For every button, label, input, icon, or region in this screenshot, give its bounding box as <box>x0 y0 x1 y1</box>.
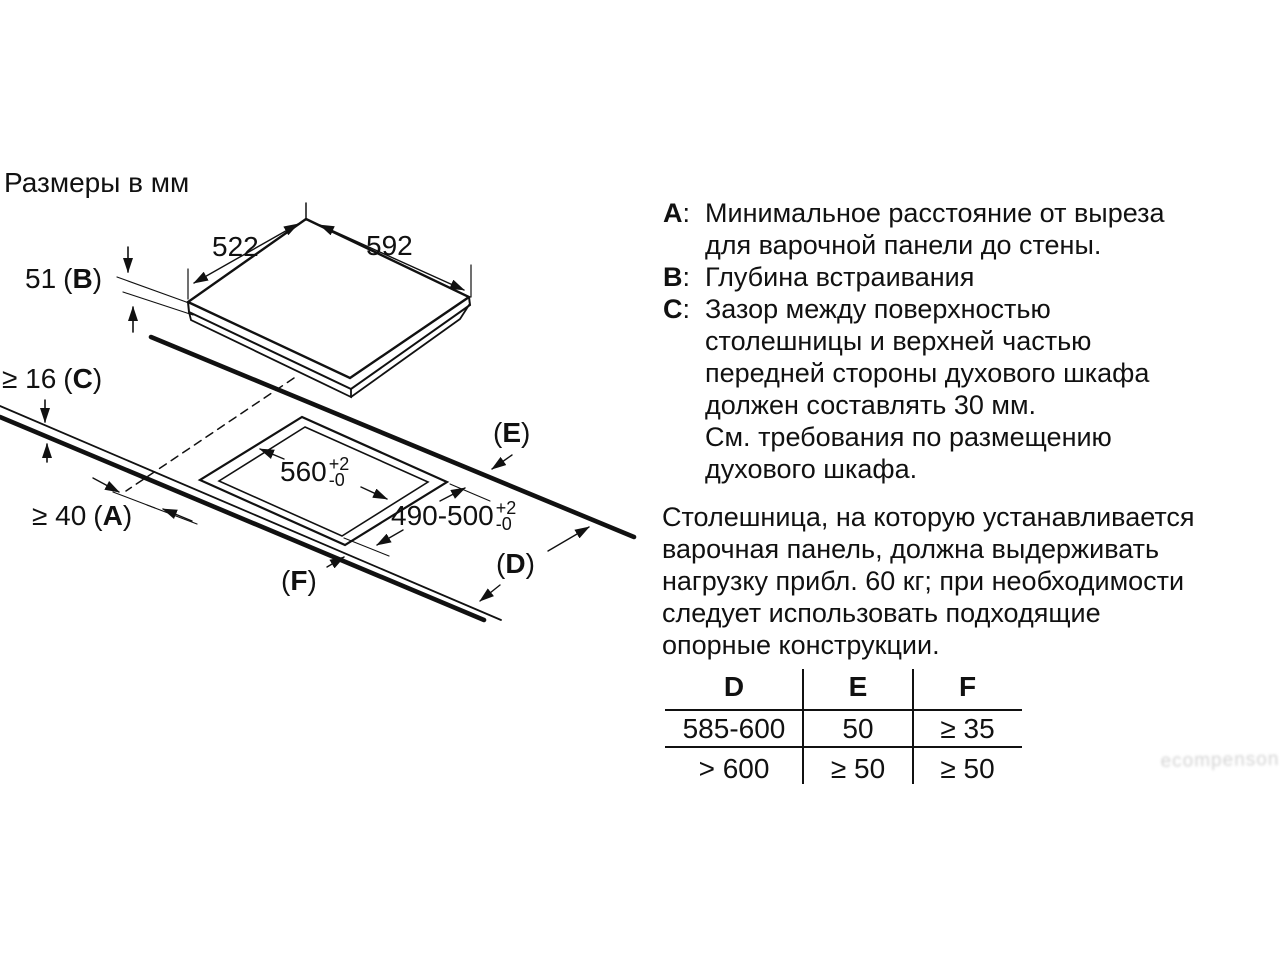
dim-560-label: 560+2-0 <box>280 454 350 490</box>
note-line: Столешница, на которую устанавливается <box>662 502 1195 532</box>
worktop-note: Столешница, на которую устанавливается в… <box>662 501 1195 661</box>
table-header-f: F <box>958 671 977 702</box>
key-line: A:Минимальное расстояние от выреза <box>663 198 1165 228</box>
dim-490-500-lines <box>343 483 491 557</box>
key-line: столешницы и верхней частью <box>705 326 1092 356</box>
table-cell: ≥ 50 <box>830 752 886 784</box>
note-line: следует использовать подходящие <box>662 598 1101 628</box>
label-e: (E) <box>493 417 531 448</box>
key-line: См. требования по размещению <box>705 422 1112 452</box>
dim-c-lines <box>40 399 52 463</box>
key-line: духового шкафа. <box>705 454 918 484</box>
dim-560-lines <box>259 448 388 500</box>
table-rule-horizontal <box>665 746 1022 748</box>
worktop-cutout-outline <box>197 415 450 547</box>
table-cell: 585-600 <box>682 712 786 744</box>
dim-592-label: 592 <box>366 230 413 261</box>
worktop-edges <box>0 334 637 623</box>
key-line: передней стороны духового шкафа <box>705 358 1150 388</box>
table-cell: ≥ 50 <box>940 752 995 784</box>
dim-b-label: 51(B) <box>25 263 103 294</box>
hob-installation-drawing <box>0 202 637 623</box>
table-rule-horizontal <box>665 709 1022 711</box>
note-line: нагрузку прибл. 60 кг; при необходимости <box>662 566 1185 596</box>
table-cell: 50 <box>842 712 874 744</box>
table-rule-vertical <box>802 669 804 784</box>
page-title: Размеры в мм <box>4 167 190 198</box>
key-line: C:Зазор между поверхностью <box>663 294 1051 324</box>
dim-b-lines <box>116 246 194 333</box>
table-header-d: D <box>723 671 745 702</box>
dim-a-label: ≥ 40(A) <box>32 500 133 531</box>
dim-592-lines <box>319 224 472 298</box>
table-header-e: E <box>848 671 868 702</box>
label-d: (D) <box>496 548 535 579</box>
table-cell: ≥ 35 <box>940 712 995 744</box>
key-line: должен составлять 30 мм. <box>705 390 1037 420</box>
key-line: для варочной панели до стены. <box>705 230 1102 260</box>
dim-522-label: 522 <box>212 231 259 262</box>
dim-522-lines <box>187 202 307 300</box>
dim-c-label: ≥ 16(C) <box>2 363 103 394</box>
leader-arrows <box>326 454 590 602</box>
key-line: B:Глубина встраивания <box>663 262 975 292</box>
table-rule-vertical <box>912 669 914 784</box>
dim-490-500-label: 490-500+2-0 <box>391 498 517 534</box>
dimension-key: A:Минимальное расстояние от выреза для в… <box>663 197 1165 485</box>
watermark: ecompenson <box>1160 748 1280 773</box>
note-line: варочная панель, должна выдерживать <box>662 534 1160 564</box>
projection-dashed-line <box>125 377 295 492</box>
note-line: опорные конструкции. <box>662 630 940 660</box>
table-cell: > 600 <box>698 752 770 784</box>
dim-a-lines <box>92 477 198 525</box>
label-f: (F) <box>281 565 317 596</box>
def-dimensions-table: D E F 585-600 50 ≥ 35 > 600 ≥ 50 ≥ 50 <box>665 664 1022 792</box>
